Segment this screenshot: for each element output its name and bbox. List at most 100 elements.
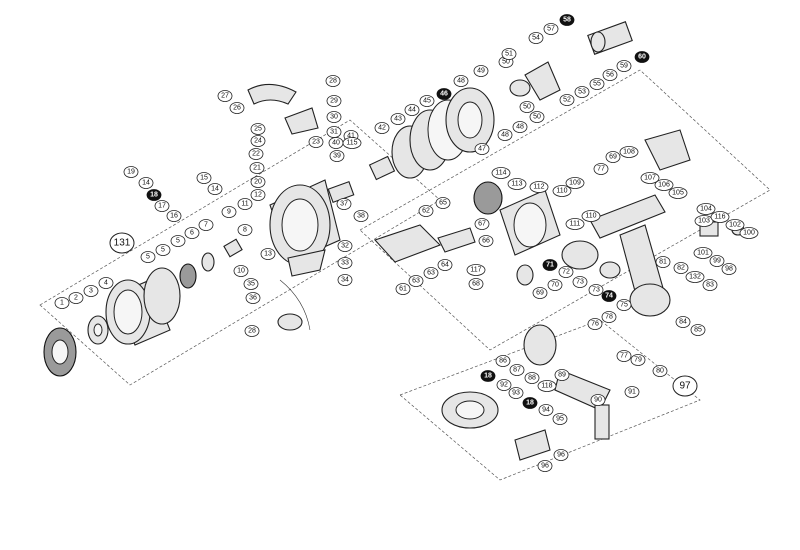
callout-label: 23 (312, 139, 320, 146)
callout-bubble (249, 162, 265, 174)
callout-73: 73 (572, 276, 588, 288)
callout-label: 17 (158, 203, 166, 210)
bail-arm (284, 107, 319, 135)
callout-bubble (453, 75, 469, 87)
callout-bubble (529, 181, 549, 193)
callout-bubble (529, 111, 545, 123)
callout-bubble (217, 90, 233, 102)
callout-bubble (565, 177, 585, 189)
callout-99: 99 (709, 255, 725, 267)
stopper-washer (509, 79, 531, 97)
callout-5: 5 (170, 235, 186, 247)
callout-label: 86 (499, 358, 507, 365)
line-roller-arm (247, 83, 297, 105)
callout-77: 77 (593, 163, 609, 175)
callout-101: 101 (693, 247, 713, 259)
callout-3: 3 (83, 285, 99, 297)
callout-14: 14 (138, 177, 154, 189)
callout-label: 98 (725, 266, 733, 273)
callout-label: 18 (484, 373, 492, 380)
knob-cover (514, 429, 551, 461)
spool-drag-stack (179, 263, 197, 289)
callout-bubble (342, 137, 362, 149)
callout-bubble (138, 177, 154, 189)
callout-1: 1 (54, 297, 70, 309)
drive-gear-small (473, 181, 503, 215)
callout-18: 18 (146, 189, 162, 201)
callout-30: 30 (326, 111, 342, 123)
callout-88: 88 (524, 372, 540, 384)
callout-label: 101 (697, 250, 709, 257)
roller-clutch-bore (457, 101, 483, 139)
callout-bubble (244, 325, 260, 337)
callout-bubble (390, 113, 406, 125)
callout-11: 11 (237, 198, 253, 210)
callout-label: 60 (638, 54, 646, 61)
callout-bubble (109, 232, 135, 254)
callout-label: 24 (254, 138, 262, 145)
callout-label: 79 (634, 357, 642, 364)
callout-bubble (353, 210, 369, 222)
callout-label: 112 (533, 184, 544, 191)
callout-bubble (146, 189, 162, 201)
callout-label: 73 (576, 279, 584, 286)
callout-102: 102 (725, 219, 745, 231)
callout-7: 7 (198, 219, 214, 231)
callout-label: 5 (161, 247, 165, 254)
callout-bubble (478, 235, 494, 247)
callout-label: 49 (477, 68, 485, 75)
callout-label: 100 (743, 230, 755, 237)
callout-26: 26 (229, 102, 245, 114)
callout-label: 53 (578, 89, 586, 96)
callout-56: 56 (602, 69, 618, 81)
callout-label: 13 (264, 251, 272, 258)
callout-bubble (693, 247, 713, 259)
callout-58: 58 (559, 14, 575, 26)
callout-label: 77 (597, 166, 605, 173)
callout-label: 65 (439, 200, 447, 207)
callout-label: 35 (247, 281, 255, 288)
callout-131: 131 (109, 232, 135, 254)
callout-74: 74 (601, 290, 617, 302)
callout-label: 36 (249, 295, 257, 302)
callout-36: 36 (245, 292, 261, 304)
callout-label: 48 (501, 132, 509, 139)
handle-assembly (441, 324, 611, 461)
callout-9: 9 (221, 206, 237, 218)
rotor-brake (374, 224, 441, 263)
callout-bubble (474, 218, 490, 230)
callout-bubble (668, 187, 688, 199)
callout-label: 72 (562, 269, 570, 276)
callout-bubble (260, 248, 276, 260)
callout-bubble (538, 404, 554, 416)
callout-label: 56 (606, 72, 614, 79)
callout-label: 96 (557, 452, 565, 459)
callout-116: 116 (710, 211, 730, 223)
oscillation-gear (516, 264, 534, 286)
callout-label: 48 (516, 124, 524, 131)
callout-label: 18 (526, 400, 534, 407)
body-group-boundary (359, 69, 771, 351)
callout-bubble (721, 263, 737, 275)
callout-86: 86 (495, 355, 511, 367)
callout-bubble (616, 350, 632, 362)
spool-assembly (43, 238, 243, 377)
callout-bubble (634, 51, 650, 63)
callout-54: 54 (528, 32, 544, 44)
callout-bubble (404, 104, 420, 116)
callout-bubble (248, 148, 264, 160)
callout-label: 12 (254, 192, 262, 199)
pinion-gear (368, 155, 396, 181)
callout-2: 2 (68, 292, 84, 304)
callout-bubble (672, 375, 698, 397)
callout-label: 26 (233, 105, 241, 112)
callout-21: 21 (249, 162, 265, 174)
callout-label: 33 (341, 260, 349, 267)
callout-label: 22 (252, 151, 260, 158)
callout-bubble (574, 86, 590, 98)
callout-bubble (491, 167, 511, 179)
callout-bubble (588, 284, 604, 296)
spool-inner (113, 289, 143, 335)
callout-46: 46 (436, 88, 452, 100)
callout-label: 27 (221, 93, 229, 100)
